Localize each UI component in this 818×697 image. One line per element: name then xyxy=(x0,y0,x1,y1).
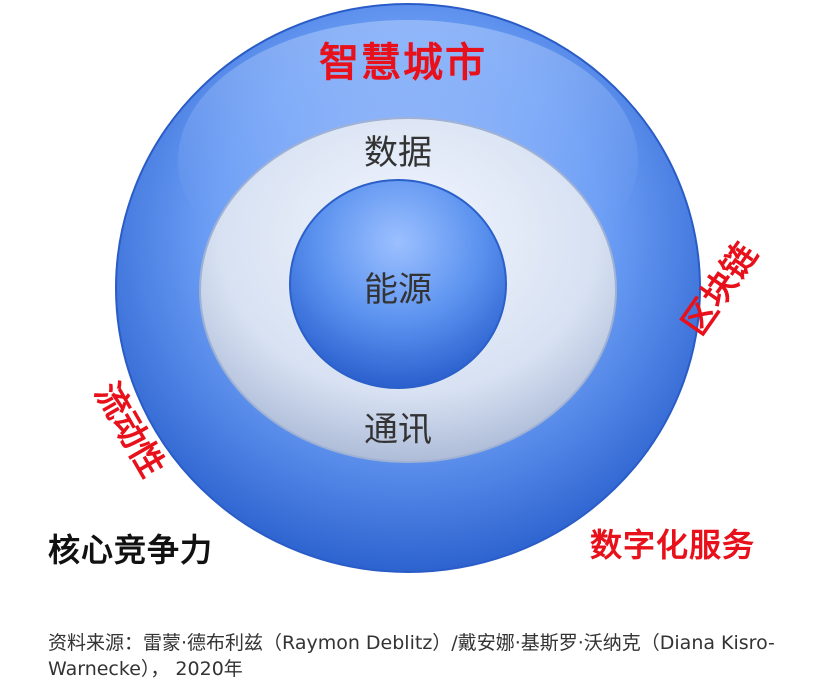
data-label: 数据 xyxy=(364,133,432,173)
inner-circle xyxy=(289,179,507,389)
core-competitiveness-label: 核心竞争力 xyxy=(48,531,214,569)
digital-services-label: 数字化服务 xyxy=(590,526,756,564)
energy-label: 能源 xyxy=(364,270,432,310)
communication-label: 通讯 xyxy=(364,410,432,450)
source-note: 资料来源：雷蒙·德布利兹（Raymon Deblitz）/戴安娜·基斯罗·沃纳克… xyxy=(48,632,775,680)
smart-city-title: 智慧城市 xyxy=(319,40,487,86)
